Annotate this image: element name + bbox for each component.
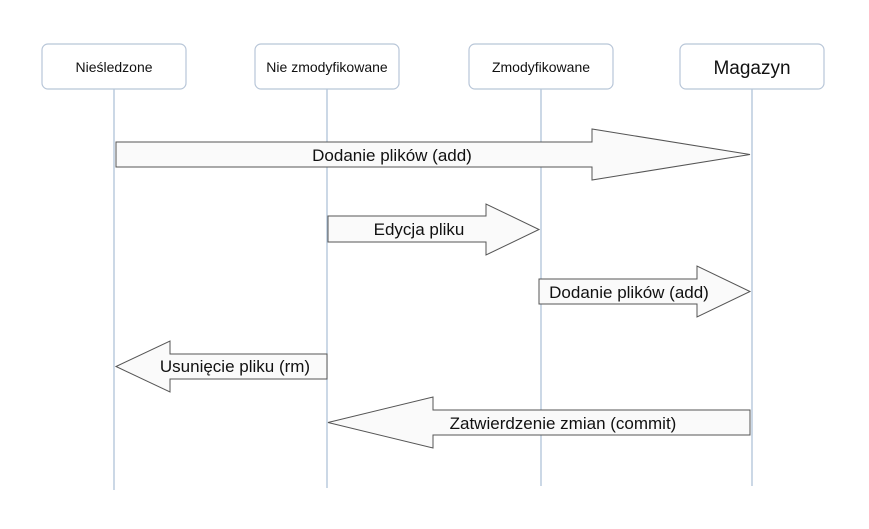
arrow-label: Usunięcie pliku (rm) (160, 357, 310, 376)
arrow-commit: Zatwierdzenie zmian (commit) (327, 396, 751, 449)
arrow-label: Edycja pliku (374, 220, 465, 239)
arrow-add-modified-to-staging: Dodanie plików (add) (538, 265, 752, 318)
state-box-magazyn: Magazyn (679, 43, 825, 90)
state-label: Magazyn (713, 58, 790, 79)
arrow-label: Dodanie plików (add) (549, 283, 709, 302)
state-box-niesledzone: Nieśledzone (41, 43, 187, 90)
arrow-add-untracked-to-staging: Dodanie plików (add) (115, 128, 751, 181)
arrow-edit-file: Edycja pliku (327, 203, 541, 256)
state-label: Nie zmodyfikowane (266, 59, 388, 75)
arrow-label: Zatwierdzenie zmian (commit) (450, 414, 677, 433)
state-label: Zmodyfikowane (492, 59, 590, 75)
state-label: Nieśledzone (75, 59, 152, 75)
state-box-nie-zmodyfikowane: Nie zmodyfikowane (254, 43, 400, 90)
state-box-zmodyfikowane: Zmodyfikowane (468, 43, 614, 90)
arrow-label: Dodanie plików (add) (312, 146, 472, 165)
arrow-remove-file: Usunięcie pliku (rm) (114, 340, 328, 393)
